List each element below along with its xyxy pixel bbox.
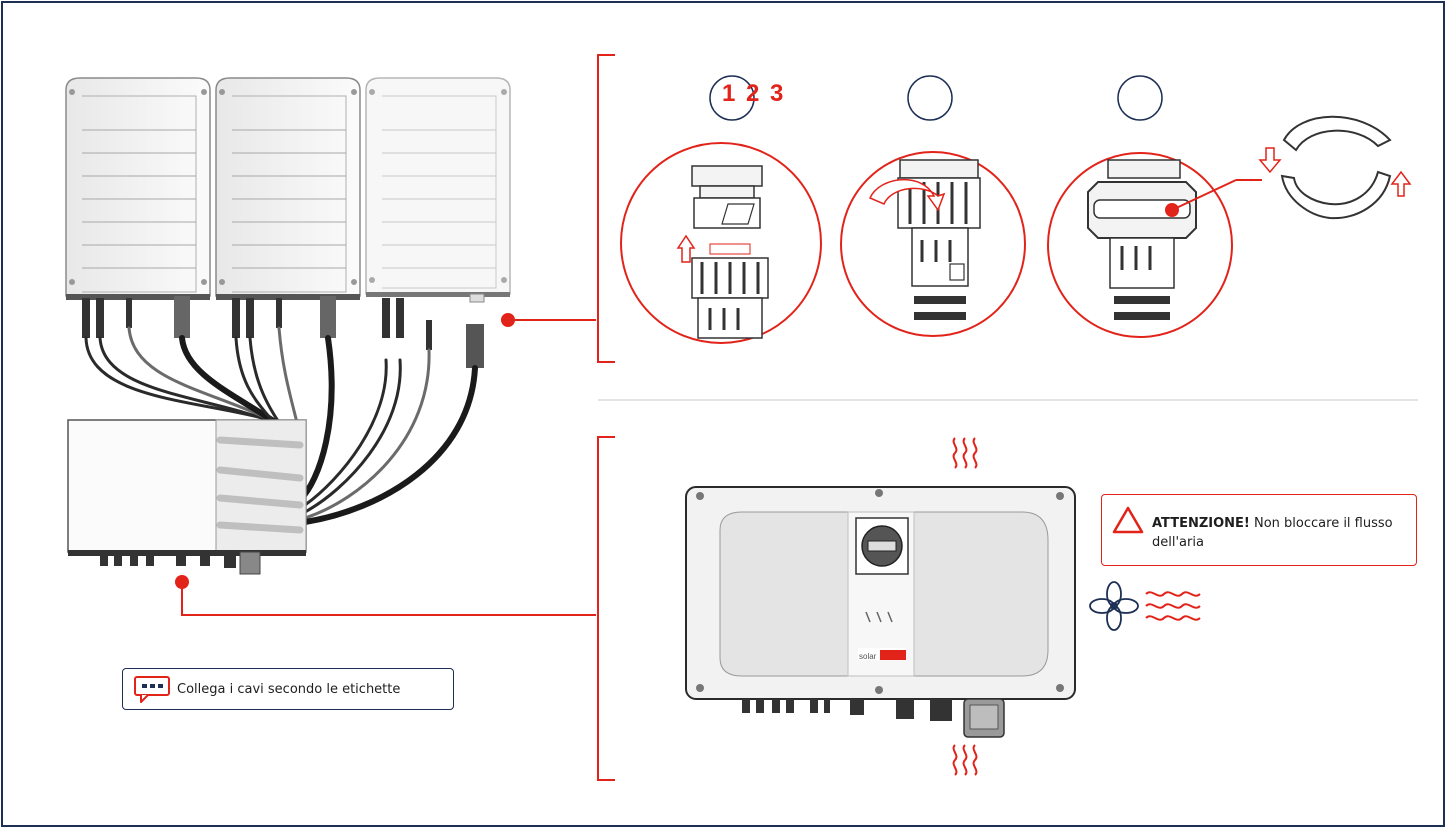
- warning-triangle-icon: [1112, 506, 1144, 534]
- step-circle-3: [1117, 75, 1163, 121]
- step-numbers: 1 2 3: [722, 80, 786, 107]
- cable-label-text: Collega i cavi secondo le etichette: [177, 681, 401, 697]
- airflow-warning-callout: ATTENZIONE! Non bloccare il flusso dell'…: [1101, 494, 1417, 566]
- inverter-middle: [215, 77, 361, 300]
- inverter-left: [65, 77, 211, 300]
- cable-connectors: [82, 296, 484, 368]
- fan-icon: [1089, 581, 1139, 631]
- device-brand-label: solar: [859, 652, 877, 661]
- heat-waves-icon: [952, 437, 978, 469]
- combiner-box: [67, 419, 307, 575]
- inverter-right: [365, 77, 511, 303]
- speech-bubble-icon: [134, 676, 170, 703]
- split-ring: [1258, 115, 1412, 220]
- cable-label-callout: Collega i cavi secondo le etichette: [122, 668, 454, 710]
- step-1-detail: [620, 142, 822, 344]
- bracket-bottom: [597, 436, 615, 781]
- cables: [84, 326, 478, 525]
- step-circle-1: [709, 75, 755, 121]
- step-2-detail: [840, 151, 1026, 337]
- red-connectors: [175, 313, 596, 616]
- step-3-detail: [1047, 152, 1262, 338]
- warning-title: ATTENZIONE!: [1152, 516, 1250, 531]
- inverter-device: solar: [685, 486, 1076, 738]
- step-circle-2: [907, 75, 953, 121]
- warning-text: ATTENZIONE! Non bloccare il flusso dell'…: [1152, 514, 1402, 552]
- warning-body: Non bloccare il flusso dell'aria: [1152, 516, 1393, 550]
- heat-waves-icon: [952, 744, 978, 776]
- bracket-top: [597, 54, 615, 363]
- airflow-waves-icon: [1145, 591, 1201, 621]
